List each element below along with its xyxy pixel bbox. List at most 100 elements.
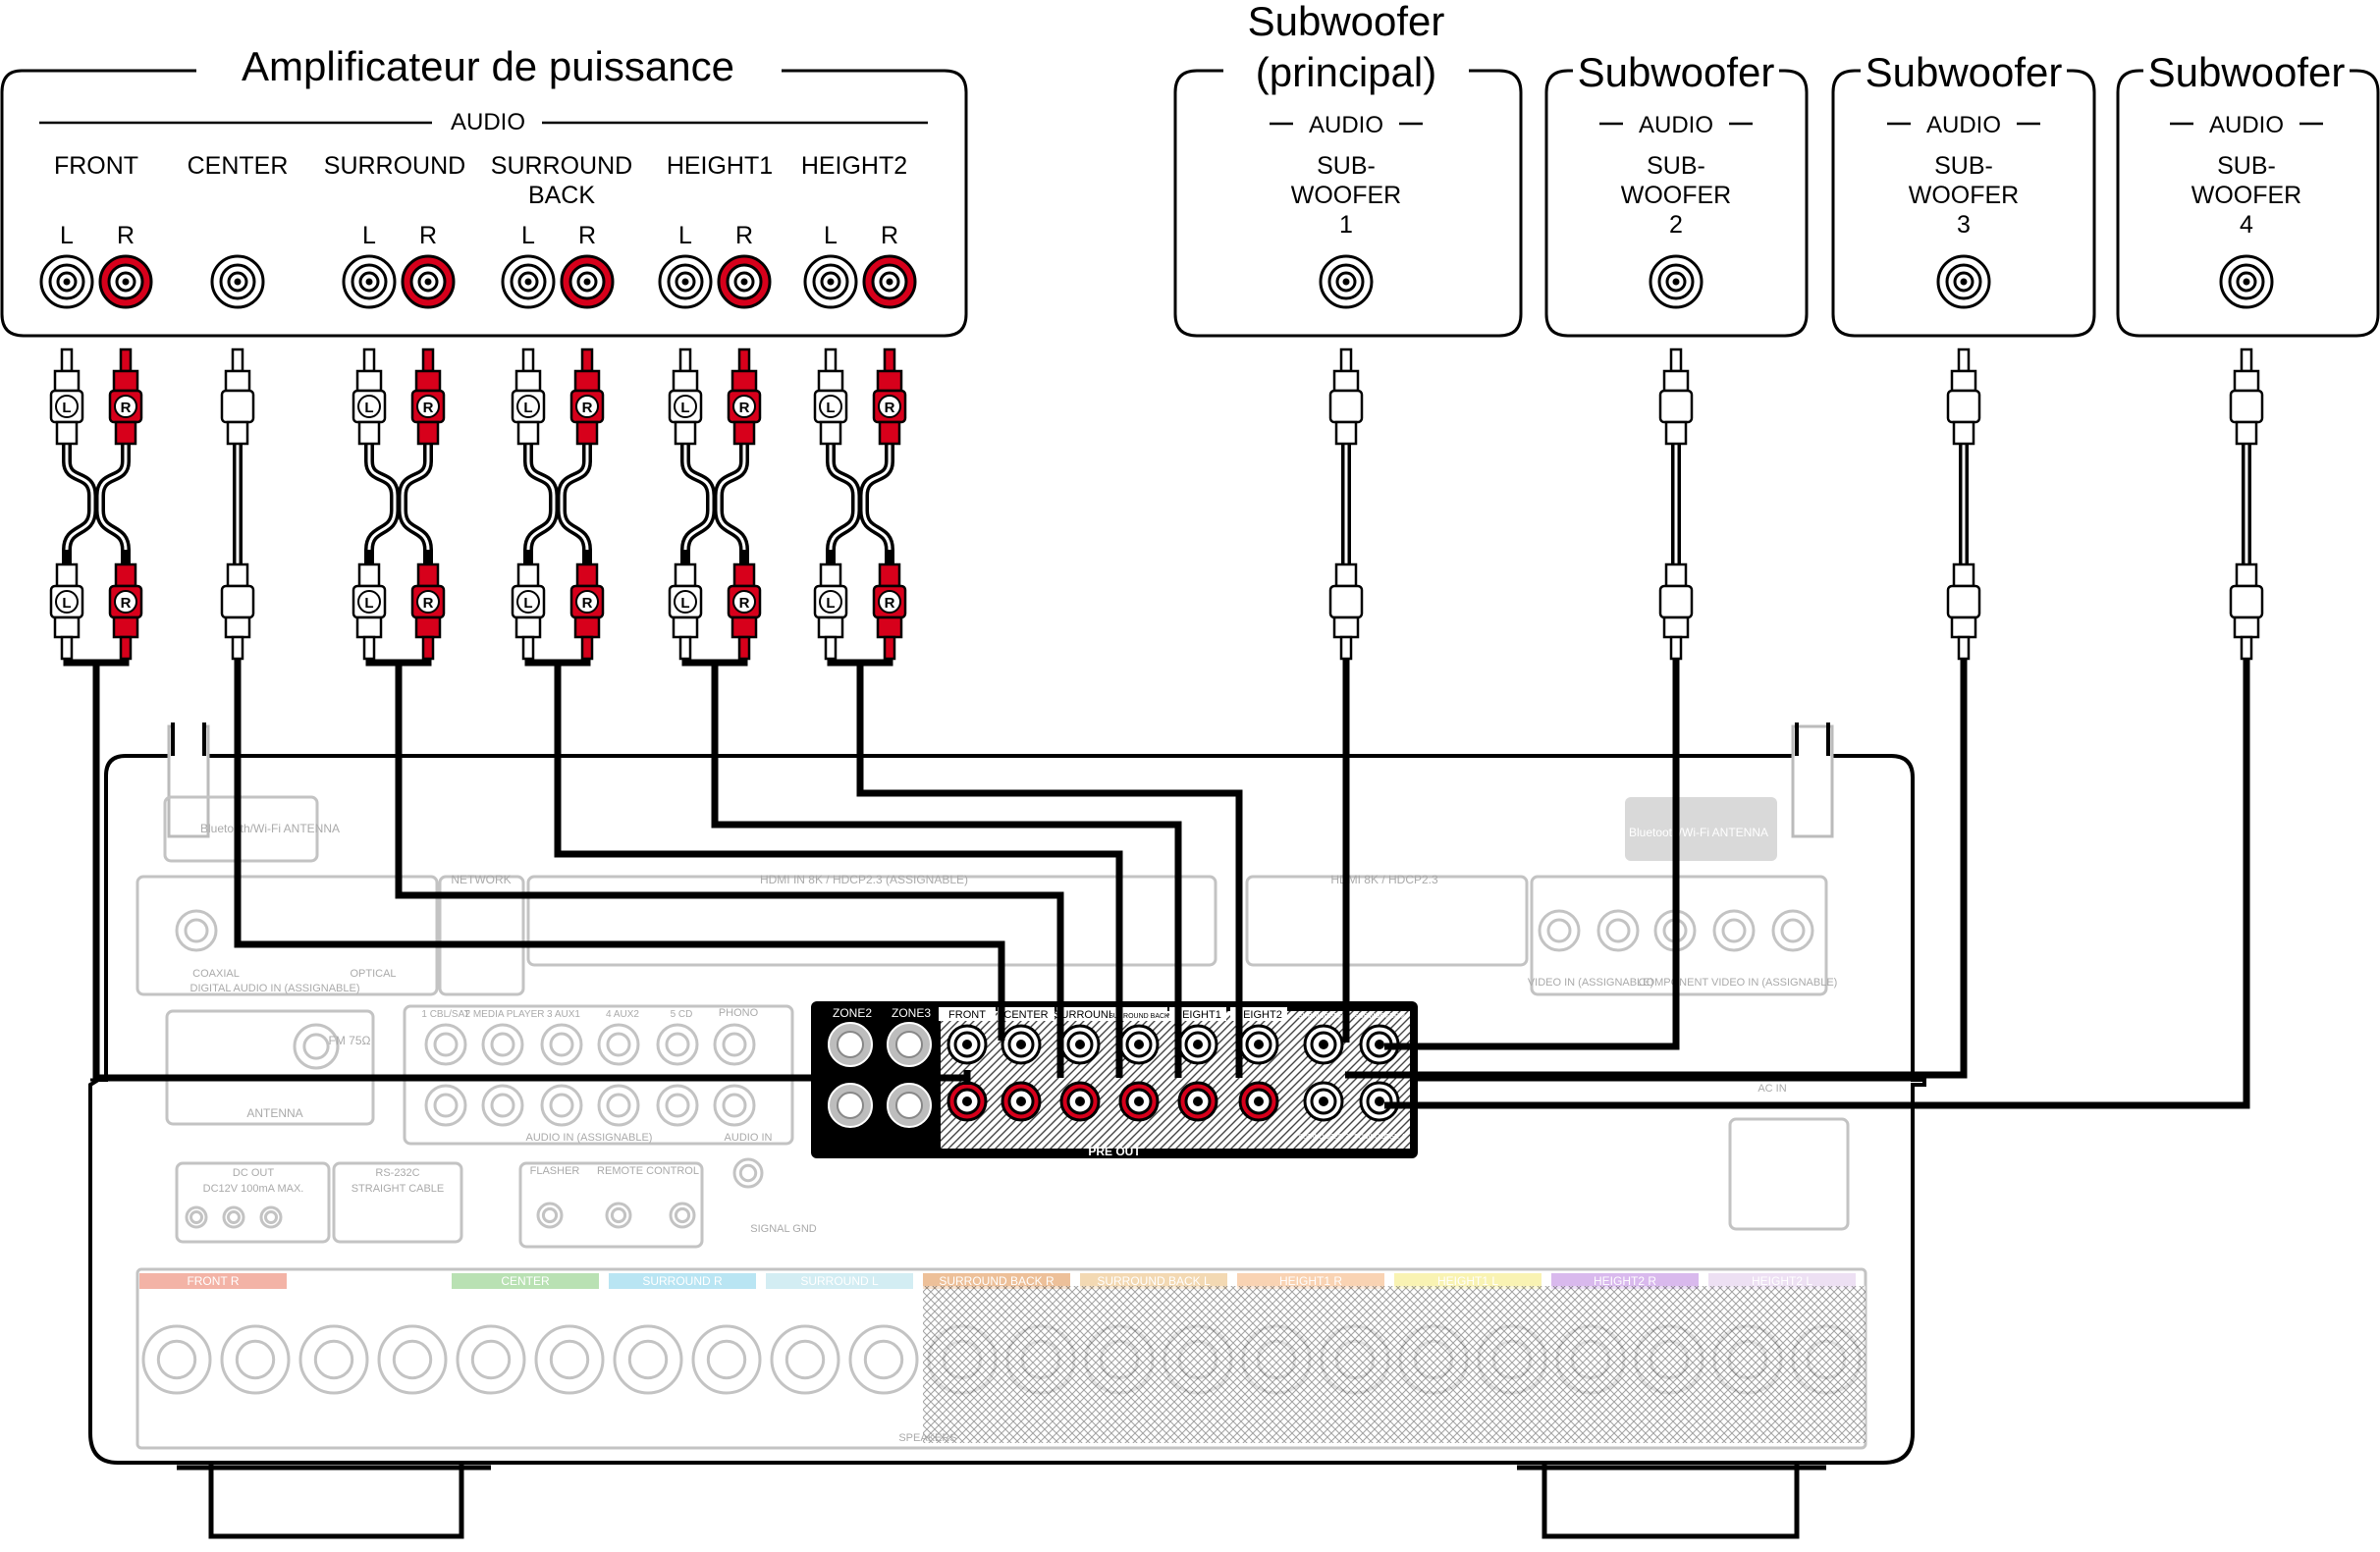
faded-label: HDMI IN 8K / HDCP2.3 (ASSIGNABLE) [760, 873, 968, 886]
amp-channel-label: BACK [528, 182, 595, 209]
plug-letter: R [582, 400, 593, 416]
right-label: R [578, 222, 596, 249]
faded-connector [490, 1093, 515, 1118]
faded-label: 4 AUX2 [606, 1009, 639, 1020]
faded-connector [302, 1033, 330, 1060]
faded-connector [470, 1339, 512, 1380]
faded-connector [549, 1093, 574, 1118]
faded-label: AUDIO IN [725, 1132, 773, 1144]
rca-plug: L [813, 562, 848, 661]
faded-connector [665, 1032, 690, 1057]
preout-label-bg [1230, 1007, 1287, 1021]
faded-connector [481, 1084, 524, 1127]
rca-plug: R [108, 562, 143, 661]
preout-jack-left [1001, 1024, 1042, 1065]
subwoofer-audio-label: AUDIO [2209, 112, 2284, 138]
faded-connector [433, 1093, 459, 1118]
faded-label: REMOTE CONTROL [597, 1165, 699, 1177]
subwoofer-frame [1831, 69, 2096, 338]
subwoofer-frame [2116, 69, 2380, 338]
faded-connector [674, 1206, 691, 1224]
preout-jack-left [1238, 1024, 1279, 1065]
rca-plug [1658, 562, 1694, 661]
cable-highlight [829, 444, 858, 551]
plug-letter: L [364, 595, 373, 612]
faded-connector [606, 1032, 631, 1057]
faded-connector [669, 1202, 696, 1229]
faded-connector [610, 1206, 627, 1224]
speaker-bar [1394, 1273, 1542, 1289]
rca-plug [2229, 348, 2264, 446]
faded-connector [848, 1324, 919, 1395]
left-label: L [521, 222, 535, 249]
speaker-bar [1237, 1273, 1384, 1289]
faded-label: DC OUT [233, 1167, 274, 1179]
faded-connector [722, 1032, 747, 1057]
faded-connector [784, 1339, 826, 1380]
cable-highlight [717, 444, 746, 551]
plug-letter: R [121, 595, 132, 612]
amp-jack-left [803, 254, 858, 309]
faded-connector [490, 1032, 515, 1057]
subwoofer-title: Subwoofer [1578, 49, 1775, 95]
plug-letter: L [826, 400, 835, 416]
preout-sub-label: SUBWOOFER 2 [1354, 1013, 1405, 1020]
cable-highlight [367, 444, 397, 551]
amp-jack-left [658, 254, 713, 309]
faded-connector [227, 1210, 241, 1224]
faded-connector [540, 1084, 583, 1127]
preout-jack-right [1238, 1081, 1279, 1122]
plug-letter: L [364, 400, 373, 416]
cable-highlight [401, 444, 430, 551]
subwoofer-label: SUB- [1934, 152, 1993, 180]
cable-highlight [98, 444, 128, 551]
faded-connector [1712, 909, 1756, 952]
preout-channel-label: HEIGHT1 [1174, 1009, 1221, 1021]
cable-highlight [526, 444, 556, 551]
faded-connector [549, 1339, 590, 1380]
preout-channel-label: CENTER [1003, 1009, 1048, 1021]
subwoofer-number: 4 [2240, 211, 2253, 239]
preout-jack-left [1118, 1024, 1160, 1065]
preout-sub-jack [1303, 1024, 1344, 1065]
faded-connector [1596, 909, 1640, 952]
left-label: L [824, 222, 838, 249]
subwoofer-number: 2 [1669, 211, 1683, 239]
subwoofer-label: SUB- [2217, 152, 2276, 180]
cable [681, 636, 748, 667]
speaker-bar [609, 1273, 756, 1289]
plug-letter: R [423, 400, 434, 416]
cable [398, 444, 433, 551]
subwoofer-title: Subwoofer [1248, 0, 1445, 44]
cable-highlight [683, 444, 713, 551]
cable-highlight [560, 444, 589, 551]
faded-connector [259, 1205, 283, 1229]
cable [364, 444, 400, 551]
subwoofer-jack [1319, 254, 1374, 309]
faded-label: AC IN [1758, 1083, 1786, 1095]
plug-letter: R [121, 400, 132, 416]
faded-connector [534, 1324, 605, 1395]
faded-connector [713, 1023, 756, 1066]
faded-label: FLASHER [530, 1165, 580, 1177]
rca-plug: L [352, 562, 387, 661]
faded-label: VIDEO IN (ASSIGNABLE) [1528, 977, 1653, 989]
subwoofers: Subwoofer(principal)AUDIOSUB-WOOFER1Subw… [1173, 0, 2380, 338]
faded-label: RS-232C [375, 1167, 419, 1179]
rca-plug: L [813, 348, 848, 446]
plug-letter: L [680, 400, 689, 416]
preout-label-bg [1169, 1007, 1226, 1021]
rca-plug: L [511, 562, 546, 661]
preout-sub-jack [1303, 1081, 1344, 1122]
rca-plug [220, 348, 255, 446]
faded-connector [656, 1023, 699, 1066]
faded-label: 5 CD [671, 1009, 693, 1020]
faded-connector [424, 1023, 467, 1066]
faded-connector [706, 1339, 747, 1380]
faded-connector [481, 1023, 524, 1066]
faded-connector [424, 1084, 467, 1127]
preout-channel-label: SURROUND BACK [1109, 1013, 1169, 1020]
rca-plug: R [569, 562, 605, 661]
faded-connector [184, 918, 209, 943]
